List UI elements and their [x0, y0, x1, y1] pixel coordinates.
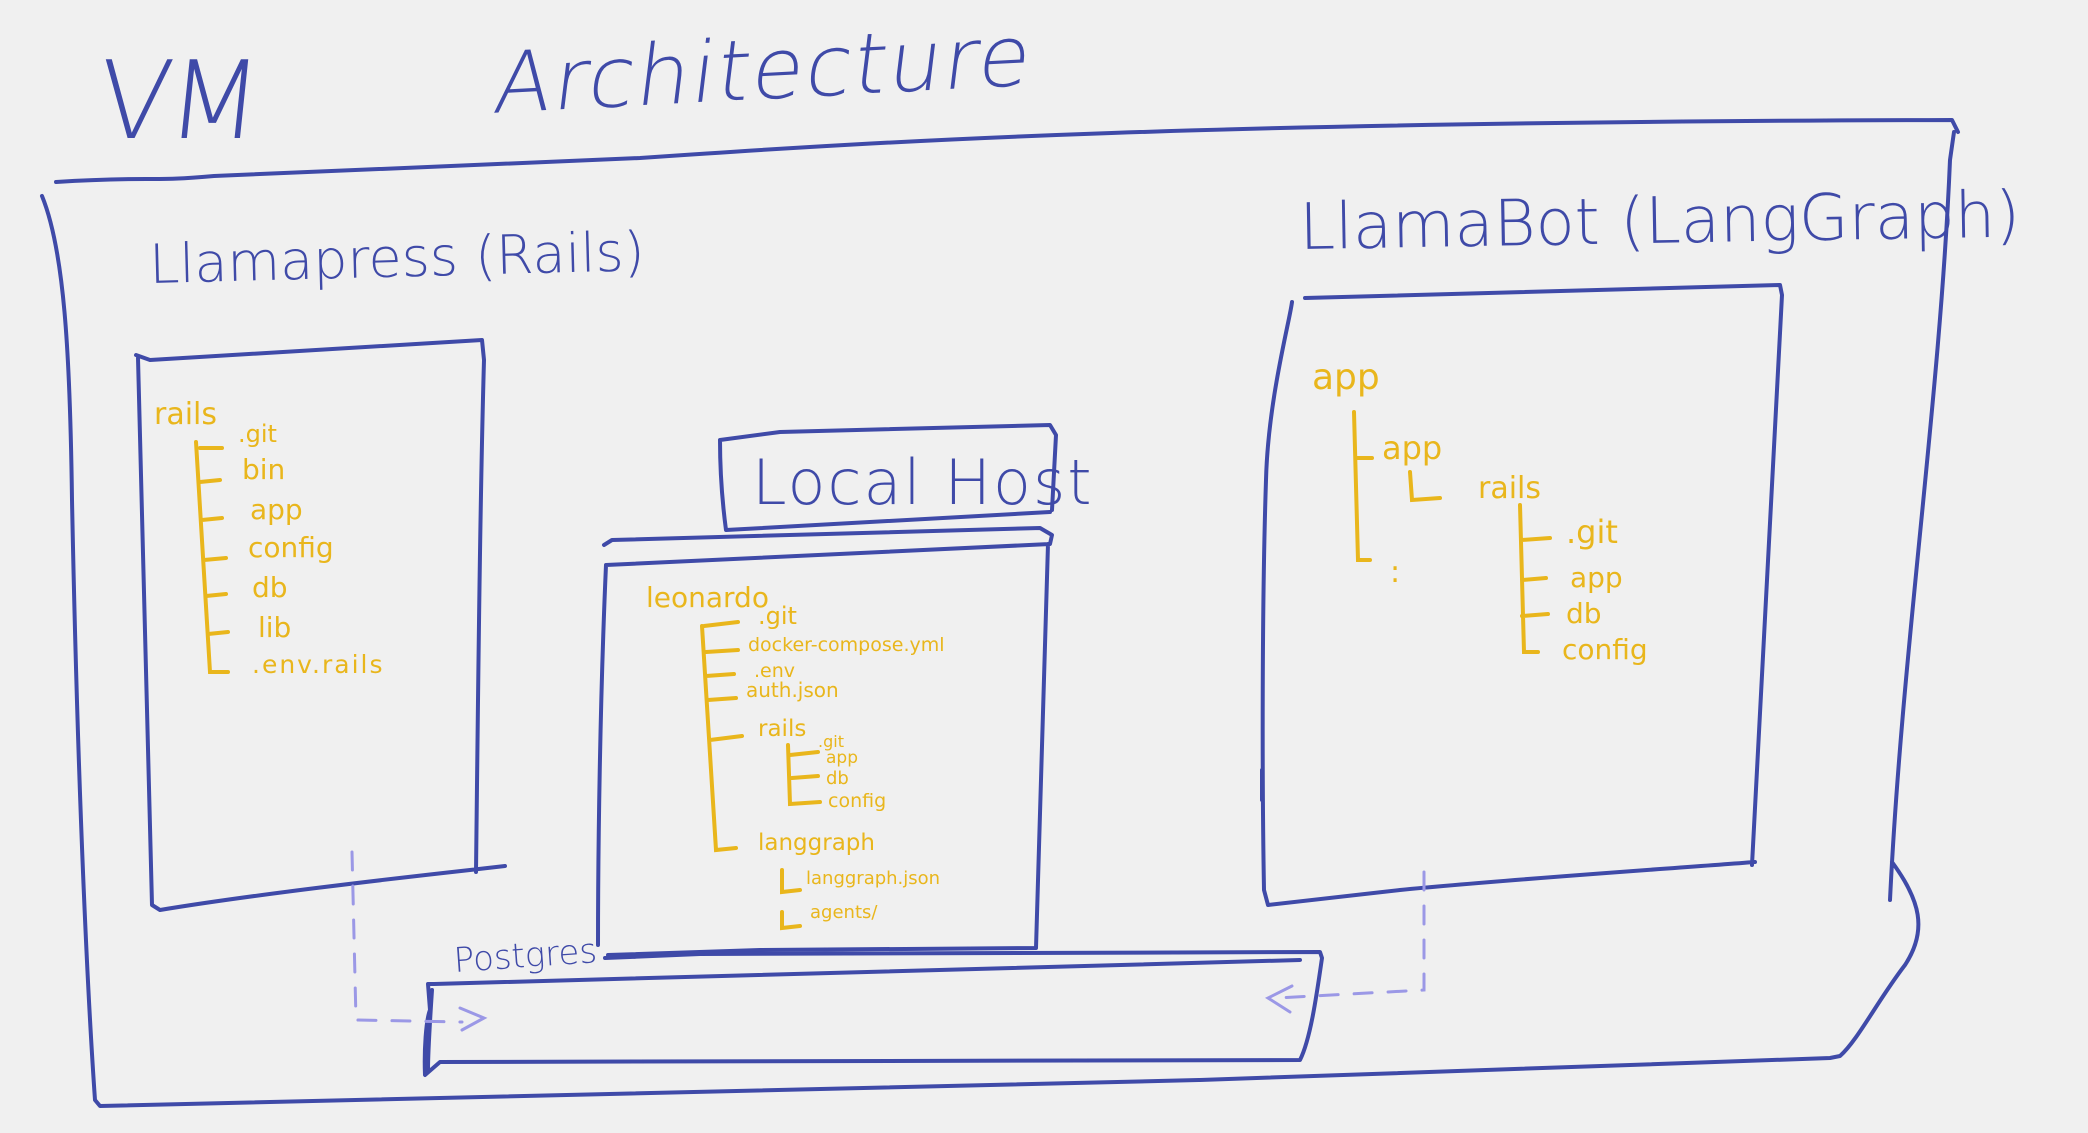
localhost-rails-item: app	[826, 748, 858, 768]
llamapress-root: rails	[154, 397, 218, 432]
llamapress-item: lib	[258, 611, 292, 644]
connectors	[350, 850, 1426, 1024]
postgres-label: Postgres	[452, 931, 599, 981]
llamapress-item: app	[250, 493, 303, 526]
localhost-item: .git	[758, 602, 797, 630]
arrowhead-right	[458, 1006, 488, 1032]
llamapress-item: .git	[238, 420, 277, 448]
llamabot-title: LlamaBot (LangGraph)	[1298, 178, 2021, 265]
postgres-box	[422, 950, 1324, 1077]
localhost-langgraph-item: langgraph.json	[806, 868, 941, 889]
llamapress-item: .env.rails	[252, 650, 385, 679]
llamapress-postgres-connector	[350, 850, 464, 1024]
llamapress-item: config	[248, 531, 334, 564]
arrowhead-left	[1264, 984, 1294, 1014]
localhost-rails-item: .git	[818, 732, 844, 751]
localhost-title: Local Host	[752, 446, 1094, 519]
tree-lines	[194, 410, 1552, 931]
llamabot-rails-item: db	[1566, 597, 1602, 630]
llamabot-rails: rails	[1478, 471, 1542, 506]
llamabot-rails-item: config	[1562, 633, 1648, 666]
localhost-item: docker-compose.yml	[748, 634, 945, 656]
localhost-langgraph-item: agents/	[810, 902, 878, 923]
localhost-root: leonardo	[646, 581, 769, 614]
llamabot-box	[1260, 283, 1784, 907]
llamabot-ellipsis: :	[1390, 555, 1401, 590]
llamabot-rails-item: .git	[1566, 513, 1618, 551]
llamabot-sub: app	[1382, 429, 1443, 467]
llamapress-item: db	[252, 571, 288, 604]
localhost-item: .env	[754, 660, 796, 682]
llamapress-box	[134, 338, 507, 912]
vm-boundary	[40, 118, 1960, 1108]
localhost-box	[596, 526, 1054, 957]
llamabot-root: app	[1312, 357, 1380, 398]
localhost-rails-item: db	[826, 768, 849, 789]
localhost-item: langgraph	[758, 830, 875, 856]
llamabot-postgres-connector	[1274, 870, 1426, 1000]
llamapress-title: Llamapress (Rails)	[148, 220, 646, 296]
localhost-item: auth.json	[746, 678, 839, 702]
title-vm: VM	[91, 39, 264, 164]
localhost-tab	[718, 423, 1058, 532]
localhost-item: rails	[758, 716, 807, 742]
llamapress-item: bin	[242, 453, 286, 486]
llamabot-rails-item: app	[1570, 561, 1623, 594]
localhost-rails-item: config	[828, 790, 887, 812]
